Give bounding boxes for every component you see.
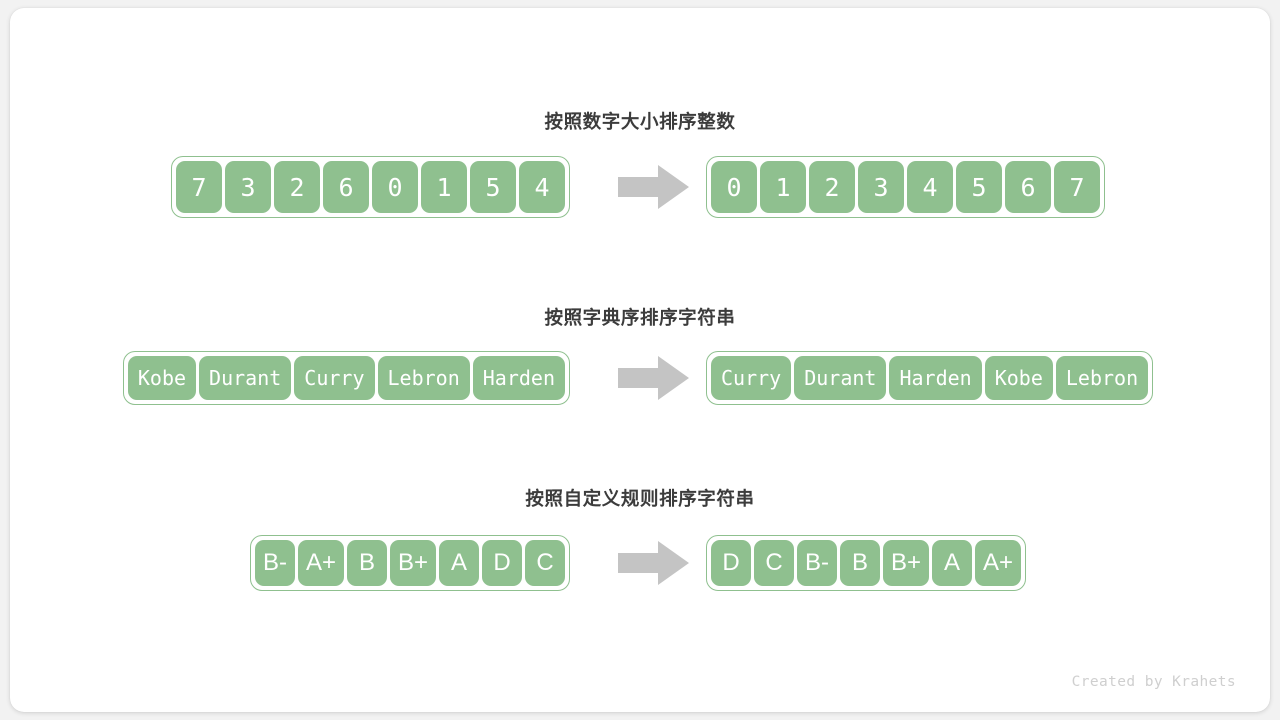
- array-cell: 7: [176, 161, 222, 213]
- array-cell: Durant: [199, 356, 292, 400]
- array-cell: B: [346, 540, 387, 586]
- section-title-sort-integers: 按照数字大小排序整数: [544, 111, 736, 132]
- array-cell: Curry: [711, 356, 792, 400]
- diagram-card: 按照数字大小排序整数 7 3 2 6 0 1 5 4 0 1 2: [10, 8, 1270, 712]
- section-sort-strings-custom: 按照自定义规则排序字符串: [10, 485, 1270, 511]
- array-unsorted-integers: 7 3 2 6 0 1 5 4: [171, 156, 570, 218]
- section-row-sort-integers: 7 3 2 6 0 1 5 4 0 1 2 3 4 5 6: [10, 147, 1270, 227]
- array-comparison-row: 7 3 2 6 0 1 5 4 0 1 2 3 4 5 6: [10, 147, 1270, 227]
- array-cell: 6: [323, 161, 369, 213]
- array-cell: Curry: [294, 356, 375, 400]
- array-cell: 2: [274, 161, 320, 213]
- array-cell: Harden: [889, 356, 982, 400]
- array-comparison-row: B- A+ B B+ A D C D C B- B B+ A A+: [10, 523, 1270, 603]
- array-cell: Harden: [472, 356, 565, 400]
- array-cell: B-: [797, 540, 837, 586]
- array-cell: D: [711, 540, 751, 586]
- array-sorted-names: Curry Durant Harden Kobe Lebron: [706, 351, 1154, 405]
- section-row-sort-strings-lexicographic: Kobe Durant Curry Lebron Harden Curry Du…: [10, 338, 1270, 418]
- section-title-sort-strings-lexicographic: 按照字典序排序字符串: [544, 307, 736, 328]
- array-cell: B+: [389, 540, 436, 586]
- array-sorted-grades: D C B- B B+ A A+: [706, 535, 1027, 591]
- array-cell: 1: [421, 161, 467, 213]
- array-unsorted-names: Kobe Durant Curry Lebron Harden: [122, 351, 570, 405]
- array-cell: 0: [711, 161, 757, 213]
- array-cell: 6: [1005, 161, 1051, 213]
- array-cell: Kobe: [984, 356, 1053, 400]
- array-cell: 3: [225, 161, 271, 213]
- array-cell: 5: [470, 161, 516, 213]
- array-cell: 4: [519, 161, 565, 213]
- array-cell: 1: [760, 161, 806, 213]
- array-comparison-row: Kobe Durant Curry Lebron Harden Curry Du…: [10, 338, 1270, 418]
- array-cell: Lebron: [1055, 356, 1149, 400]
- array-cell: Kobe: [127, 356, 197, 400]
- array-cell: A: [932, 540, 973, 586]
- array-cell: B: [840, 540, 880, 586]
- section-title-sort-strings-custom: 按照自定义规则排序字符串: [525, 488, 755, 509]
- array-cell: A+: [975, 540, 1022, 586]
- right-arrow-icon: [618, 355, 690, 401]
- section-row-sort-strings-custom: B- A+ B B+ A D C D C B- B B+ A A+: [10, 523, 1270, 603]
- array-cell: D: [482, 540, 522, 586]
- array-cell: 7: [1054, 161, 1100, 213]
- array-cell: 5: [956, 161, 1002, 213]
- array-cell: 4: [907, 161, 953, 213]
- array-cell: Lebron: [377, 356, 470, 400]
- array-sorted-integers: 0 1 2 3 4 5 6 7: [706, 156, 1105, 218]
- array-cell: 3: [858, 161, 904, 213]
- array-cell: 2: [809, 161, 855, 213]
- array-cell: C: [754, 540, 794, 586]
- array-cell: Durant: [794, 356, 887, 400]
- right-arrow-icon: [618, 540, 690, 586]
- array-cell: B-: [254, 540, 295, 586]
- array-cell: C: [525, 540, 565, 586]
- credit-footer: Created by Krahets: [1071, 674, 1236, 690]
- array-unsorted-grades: B- A+ B B+ A D C: [249, 535, 570, 591]
- right-arrow-icon: [618, 164, 690, 210]
- array-cell: A+: [297, 540, 344, 586]
- array-cell: 0: [372, 161, 418, 213]
- array-cell: B+: [883, 540, 930, 586]
- array-cell: A: [439, 540, 479, 586]
- section-sort-strings-lexicographic: 按照字典序排序字符串: [10, 304, 1270, 330]
- section-sort-integers: 按照数字大小排序整数: [10, 108, 1270, 134]
